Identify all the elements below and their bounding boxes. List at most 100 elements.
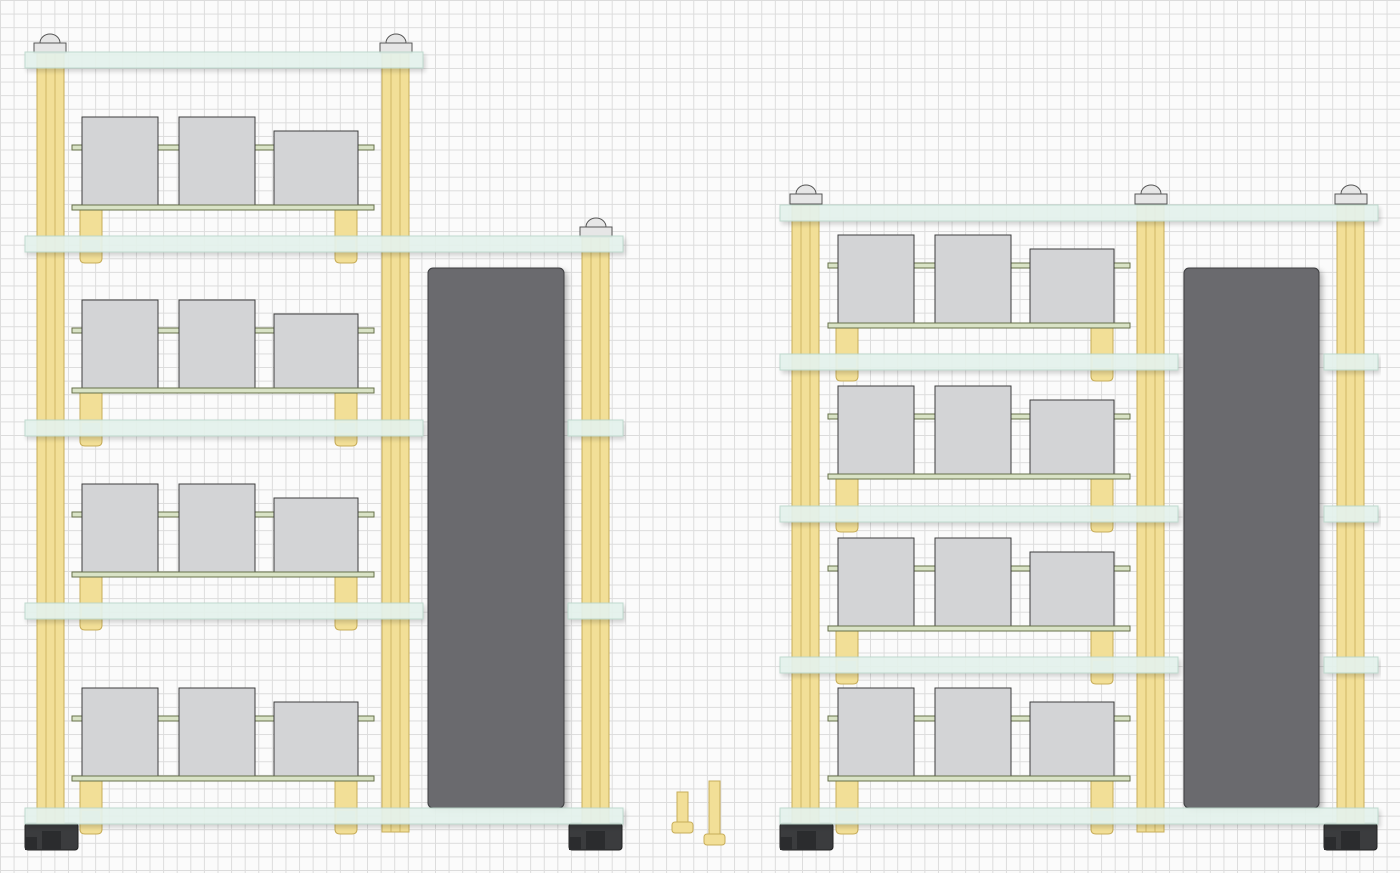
- right-cap-1-base: [789, 193, 823, 205]
- right-tier-1-tray: [827, 322, 1131, 329]
- left-tier-2-component-3: [273, 313, 359, 389]
- left-side-panel: [427, 267, 565, 809]
- right-tier-1-component-2: [934, 234, 1012, 324]
- right-glass-3b: [1323, 505, 1379, 523]
- left-glass-bottom: [24, 807, 624, 825]
- right-foot-3-notch: [1341, 831, 1360, 850]
- right-tier-2-tray: [827, 473, 1131, 480]
- right-tier-4: [827, 687, 1131, 782]
- right-tier-3-component-3: [1029, 551, 1115, 627]
- right-cap-1-dome: [795, 184, 817, 195]
- left-tier-2-component-1: [81, 299, 159, 389]
- right-glass-2b: [1323, 353, 1379, 371]
- right-tier-4-tray: [827, 775, 1131, 782]
- right-tier-4-component-2: [934, 687, 1012, 777]
- left-foot-3-notch: [586, 831, 605, 850]
- left-glass-4a: [24, 602, 424, 620]
- right-glass-4a: [779, 656, 1179, 674]
- left-post-3-body: [581, 235, 610, 824]
- left-tier-1-tray: [71, 204, 375, 211]
- right-glass-3a: [779, 505, 1179, 523]
- left-foot-3-step: [569, 837, 581, 850]
- right-foot-1-notch: [797, 831, 816, 850]
- right-cap-2: [1134, 184, 1168, 205]
- left-cap-3: [579, 217, 613, 238]
- right-cap-3-base: [1334, 193, 1368, 205]
- left-tier-2-component-2: [178, 299, 256, 389]
- left-glass-3a: [24, 419, 424, 437]
- right-cap-3: [1334, 184, 1368, 205]
- spare-bolt-long: [703, 780, 726, 846]
- spare-bolt-long-shaft: [708, 780, 721, 837]
- left-post-1: [36, 51, 65, 824]
- right-cap-2-base: [1134, 193, 1168, 205]
- right-cap-2-dome: [1140, 184, 1162, 195]
- right-tier-4-component-3: [1029, 701, 1115, 777]
- left-foot-1-step: [25, 837, 37, 850]
- left-tier-1-component-1: [81, 116, 159, 206]
- right-glass-4b: [1323, 656, 1379, 674]
- right-tier-1-component-1: [837, 234, 915, 324]
- right-cap-1: [789, 184, 823, 205]
- right-tier-2-component-3: [1029, 399, 1115, 475]
- spare-bolt-short-head: [671, 821, 694, 834]
- left-tier-1-component-2: [178, 116, 256, 206]
- left-tier-4-tray: [71, 775, 375, 782]
- right-side-panel: [1183, 267, 1320, 809]
- left-glass-2: [24, 235, 624, 253]
- left-cap-2-dome: [385, 33, 407, 44]
- right-tier-3-tray: [827, 625, 1131, 632]
- left-post-3: [581, 235, 610, 824]
- left-tier-4-component-1: [81, 687, 159, 777]
- left-assembly: [24, 33, 624, 851]
- right-foot-3: [1323, 822, 1378, 851]
- left-tier-4-component-2: [178, 687, 256, 777]
- right-tier-3: [827, 537, 1131, 632]
- right-tier-3-component-2: [934, 537, 1012, 627]
- left-post-1-body: [36, 51, 65, 824]
- left-glass-top: [24, 51, 424, 69]
- left-cap-1: [33, 33, 67, 54]
- right-foot-3-step: [1324, 837, 1336, 850]
- left-foot-1: [24, 822, 79, 851]
- right-glass-2a: [779, 353, 1179, 371]
- left-glass-3b: [567, 419, 624, 437]
- right-assembly: [779, 184, 1379, 851]
- left-cap-3-dome: [585, 217, 607, 228]
- left-tier-2: [71, 299, 375, 394]
- left-tier-3-component-2: [178, 483, 256, 573]
- right-foot-1-step: [780, 837, 792, 850]
- left-glass-4b: [567, 602, 624, 620]
- right-cap-3-dome: [1340, 184, 1362, 195]
- spare-bolt-short-shaft: [676, 791, 689, 825]
- loose-parts: [671, 780, 726, 846]
- left-cap-2: [379, 33, 413, 54]
- left-tier-4: [71, 687, 375, 782]
- left-tier-2-tray: [71, 387, 375, 394]
- spare-bolt-long-head: [703, 833, 726, 846]
- left-post-2-body: [381, 51, 410, 833]
- right-tier-1-component-3: [1029, 248, 1115, 324]
- right-tier-1: [827, 234, 1131, 329]
- right-tier-2: [827, 385, 1131, 480]
- right-tier-3-component-1: [837, 537, 915, 627]
- left-tier-1-component-3: [273, 130, 359, 206]
- right-glass-top: [779, 204, 1379, 222]
- left-cap-1-dome: [39, 33, 61, 44]
- right-foot-1: [779, 822, 834, 851]
- left-tier-3: [71, 483, 375, 578]
- left-tier-3-tray: [71, 571, 375, 578]
- right-tier-4-component-1: [837, 687, 915, 777]
- left-tier-1: [71, 116, 375, 211]
- right-tier-2-component-2: [934, 385, 1012, 475]
- left-foot-1-notch: [42, 831, 61, 850]
- left-post-2: [381, 51, 410, 833]
- left-tier-4-component-3: [273, 701, 359, 777]
- spare-bolt-short: [671, 791, 694, 834]
- right-glass-bottom: [779, 807, 1379, 825]
- left-tier-3-component-3: [273, 497, 359, 573]
- right-tier-2-component-1: [837, 385, 915, 475]
- left-foot-3: [568, 822, 623, 851]
- left-tier-3-component-1: [81, 483, 159, 573]
